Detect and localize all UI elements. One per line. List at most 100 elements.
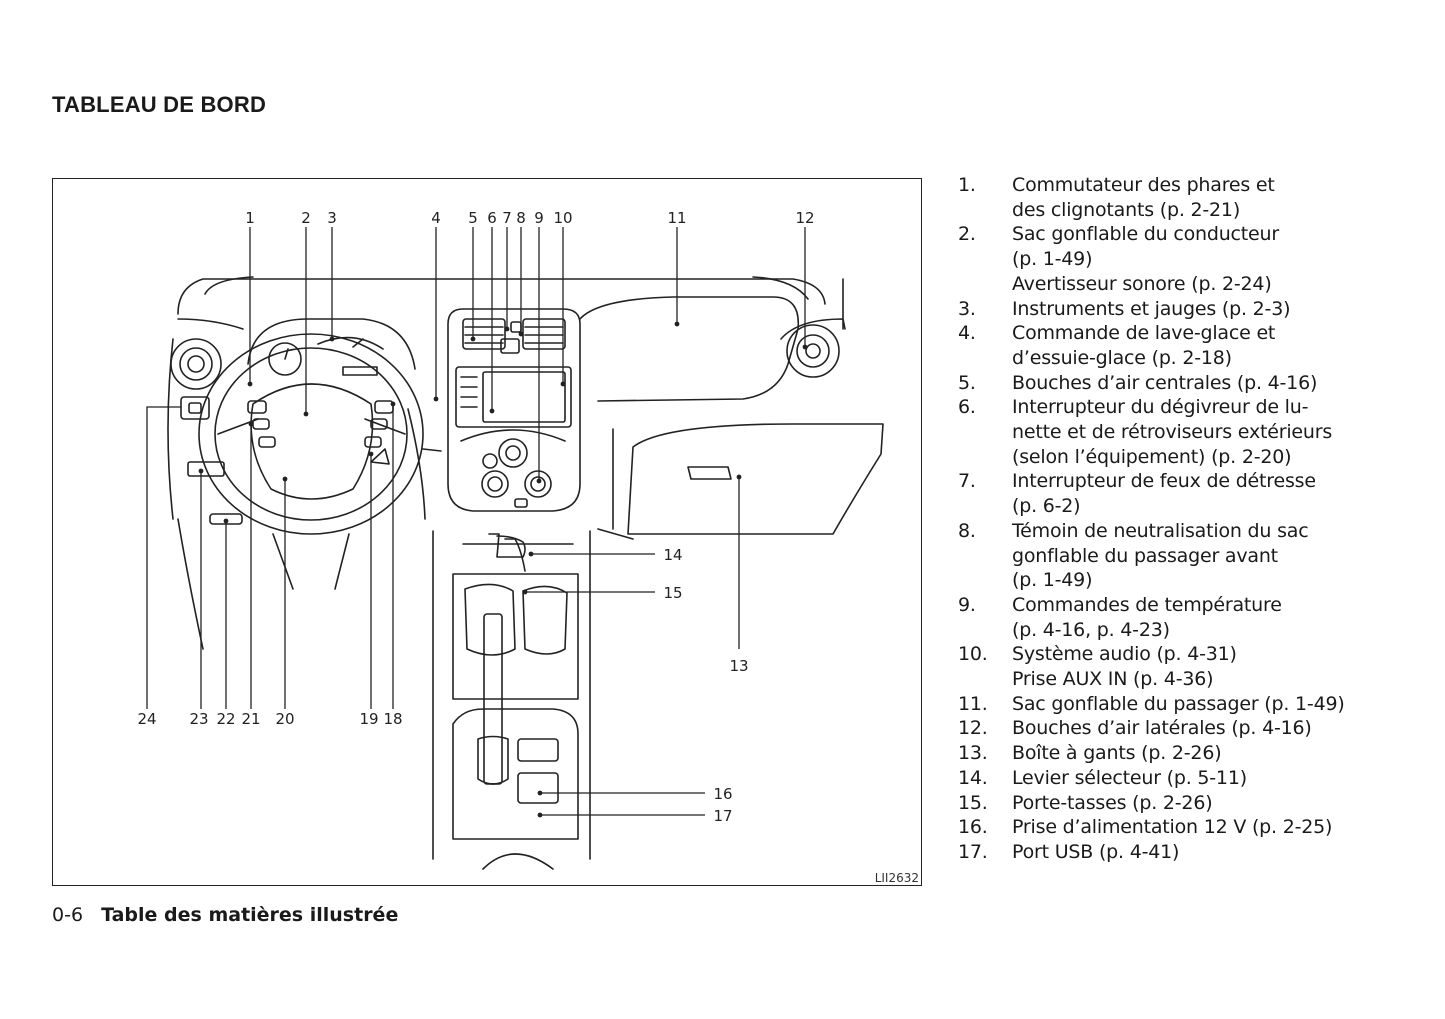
legend-text: Sac gonflable du conducteur(p. 1-49)Aver… [1012, 222, 1428, 296]
callout-2: 2 [301, 209, 311, 227]
legend-item: 2. Sac gonflable du conducteur(p. 1-49)Av… [958, 222, 1428, 296]
legend-item: 13. Boîte à gants (p. 2-26) [958, 741, 1428, 766]
legend-text: Instruments et jauges (p. 2-3) [1012, 297, 1428, 322]
legend-text: Système audio (p. 4-31)Prise AUX IN (p. … [1012, 642, 1428, 691]
legend-number: 12. [958, 717, 988, 740]
legend-text: Interrupteur de feux de détresse(p. 6-2) [1012, 469, 1428, 518]
legend-item: 5. Bouches d’air centrales (p. 4-16) [958, 371, 1428, 396]
legend-number: 14. [958, 766, 988, 789]
legend-item: 10.Système audio (p. 4-31)Prise AUX IN (… [958, 642, 1428, 691]
legend-item: 7. Interrupteur de feux de détresse(p. 6-… [958, 469, 1428, 518]
legend-number: 15. [958, 791, 988, 814]
callout-18: 18 [383, 710, 402, 728]
legend-line: (p. 1-49) [1012, 569, 1093, 592]
legend-line: Sac gonflable du conducteur [1012, 223, 1279, 246]
callout-8: 8 [516, 209, 526, 227]
legend-text: Boîte à gants (p. 2-26) [1012, 741, 1428, 766]
legend-text: Commandes de température(p. 4-16, p. 4-2… [1012, 593, 1428, 642]
legend-line: Bouches d’air centrales (p. 4-16) [1012, 371, 1318, 394]
legend-item: 11. Sac gonflable du passager (p. 1-49) [958, 692, 1428, 717]
legend-line: Sac gonflable du passager (p. 1-49) [1012, 692, 1345, 715]
legend-number: 17. [958, 840, 988, 863]
callout-20: 20 [275, 710, 294, 728]
legend-text: Bouches d’air centrales (p. 4-16) [1012, 371, 1428, 396]
legend-number: 7. [958, 470, 976, 493]
callout-19: 19 [359, 710, 378, 728]
legend-number: 4. [958, 322, 976, 345]
legend-line: Prise d’alimentation 12 V (p. 2-25) [1012, 816, 1333, 839]
legend-item: 3. Instruments et jauges (p. 2-3) [958, 297, 1428, 322]
legend-line: Instruments et jauges (p. 2-3) [1012, 297, 1291, 320]
callout-21: 21 [241, 710, 260, 728]
legend-number: 13. [958, 742, 988, 765]
legend-item: 15. Porte-tasses (p. 2-26) [958, 791, 1428, 816]
legend-number: 16. [958, 816, 988, 839]
page-heading: TABLEAU DE BORD [52, 92, 267, 117]
legend-line: Bouches d’air latérales (p. 4-16) [1012, 717, 1312, 740]
legend-line: (selon l’équipement) (p. 2-20) [1012, 445, 1292, 468]
callout-3: 3 [327, 209, 337, 227]
dashboard-illustration: 1 2 3 4 5 6 7 8 9 10 11 12 13 14 15 16 1… [52, 178, 922, 886]
callout-15: 15 [663, 584, 682, 602]
legend-text: Interrupteur du dégivreur de lu-nette et… [1012, 395, 1428, 469]
legend-line: Système audio (p. 4-31) [1012, 643, 1237, 666]
legend-number: 9. [958, 593, 976, 616]
legend-item: 6. Interrupteur du dégivreur de lu-nette … [958, 395, 1428, 469]
legend-number: 8. [958, 519, 976, 542]
callout-6: 6 [487, 209, 497, 227]
legend-line: Commandes de température [1012, 593, 1282, 616]
legend-line: Port USB (p. 4-41) [1012, 840, 1180, 863]
callout-1: 1 [245, 209, 255, 227]
page-number: 0-6 [52, 904, 84, 926]
dashboard-drawing: 1 2 3 4 5 6 7 8 9 10 11 12 13 14 15 16 1… [137, 209, 884, 870]
legend-number: 1. [958, 174, 976, 196]
legend-line: Témoin de neutralisation du sac [1012, 519, 1309, 542]
legend-text: Sac gonflable du passager (p. 1-49) [1012, 692, 1428, 717]
legend-number: 2. [958, 223, 976, 246]
legend-number: 3. [958, 297, 976, 320]
callout-16: 16 [713, 785, 732, 803]
legend-item: 17. Port USB (p. 4-41) [958, 840, 1428, 865]
legend-number: 5. [958, 371, 976, 394]
callout-10: 10 [553, 209, 572, 227]
legend-text: Porte-tasses (p. 2-26) [1012, 791, 1428, 816]
figure-reference-id: LII2632 [874, 871, 919, 885]
legend-line: (p. 6-2) [1012, 495, 1081, 518]
legend-line: gonflable du passager avant [1012, 544, 1278, 567]
legend-item: 16. Prise d’alimentation 12 V (p. 2-25) [958, 815, 1428, 840]
legend-line: Prise AUX IN (p. 4-36) [1012, 668, 1214, 691]
section-title: Table des matières illustrée [101, 904, 399, 926]
callout-9: 9 [534, 209, 544, 227]
legend-text: Levier sélecteur (p. 5-11) [1012, 766, 1428, 791]
callout-13: 13 [729, 657, 748, 675]
legend-item: 12. Bouches d’air latérales (p. 4-16) [958, 716, 1428, 741]
legend-text: Port USB (p. 4-41) [1012, 840, 1428, 865]
callout-7: 7 [502, 209, 512, 227]
legend-line: Levier sélecteur (p. 5-11) [1012, 766, 1247, 789]
callout-24: 24 [137, 710, 156, 728]
legend-line: des clignotants (p. 2-21) [1012, 198, 1241, 221]
callout-14: 14 [663, 546, 682, 564]
legend-line: Commande de lave-glace et [1012, 322, 1276, 345]
legend-line: nette et de rétroviseurs extérieurs [1012, 421, 1333, 444]
callout-22: 22 [216, 710, 235, 728]
legend-line: Porte-tasses (p. 2-26) [1012, 791, 1213, 814]
legend-line: (p. 1-49) [1012, 248, 1093, 271]
callout-23: 23 [189, 710, 208, 728]
legend-line: Commutateur des phares et [1012, 174, 1275, 196]
legend-text: Prise d’alimentation 12 V (p. 2-25) [1012, 815, 1428, 840]
legend-number: 6. [958, 396, 976, 419]
legend-item: 14. Levier sélecteur (p. 5-11) [958, 766, 1428, 791]
legend-number: 11. [958, 692, 988, 715]
callout-5: 5 [468, 209, 478, 227]
legend-item: 9. Commandes de température(p. 4-16, p. 4… [958, 593, 1428, 642]
legend-line: (p. 4-16, p. 4-23) [1012, 618, 1170, 641]
callout-17: 17 [713, 807, 732, 825]
